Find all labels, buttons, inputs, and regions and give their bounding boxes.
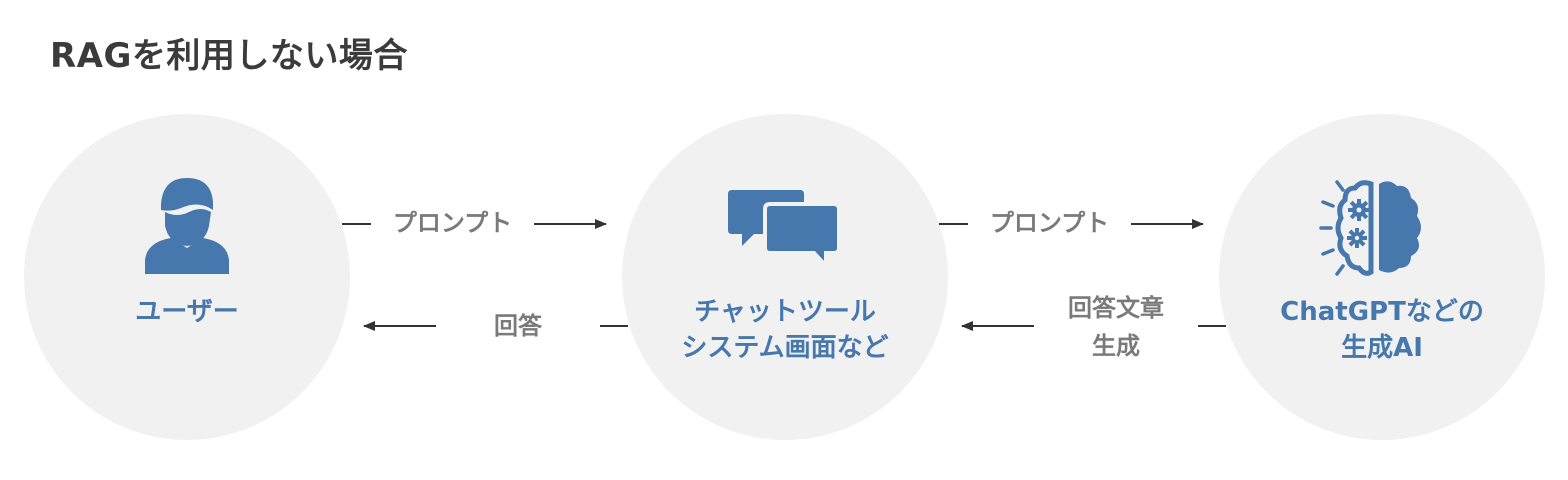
brain-gears-icon: [1319, 180, 1421, 276]
node-chat-tool-label-2: システム画面など: [681, 333, 889, 363]
node-user-label: ユーザー: [135, 297, 239, 327]
edge-chat-to-ai-label: プロンプト: [989, 209, 1110, 237]
page-title: RAGを利用しない場合: [50, 36, 408, 76]
edge-ai-to-chat-label-1: 回答文章: [1068, 294, 1164, 322]
edge-ai-to-chat-label-2: 生成: [1092, 332, 1140, 360]
edge-user-to-chat-label: プロンプト: [392, 209, 513, 237]
node-generative-ai: ChatGPTなどの 生成AI: [1219, 114, 1545, 440]
node-user: ユーザー: [24, 114, 350, 440]
user-icon: [145, 178, 229, 274]
node-chat-tool-label-1: チャットツール: [694, 297, 876, 327]
chat-bubbles-icon: [728, 190, 841, 272]
node-generative-ai-label-1: ChatGPTなどの: [1280, 297, 1484, 327]
edge-chat-to-user-label: 回答: [494, 312, 542, 340]
node-chat-tool: チャットツール システム画面など: [622, 114, 948, 440]
node-generative-ai-label-2: 生成AI: [1341, 333, 1423, 363]
